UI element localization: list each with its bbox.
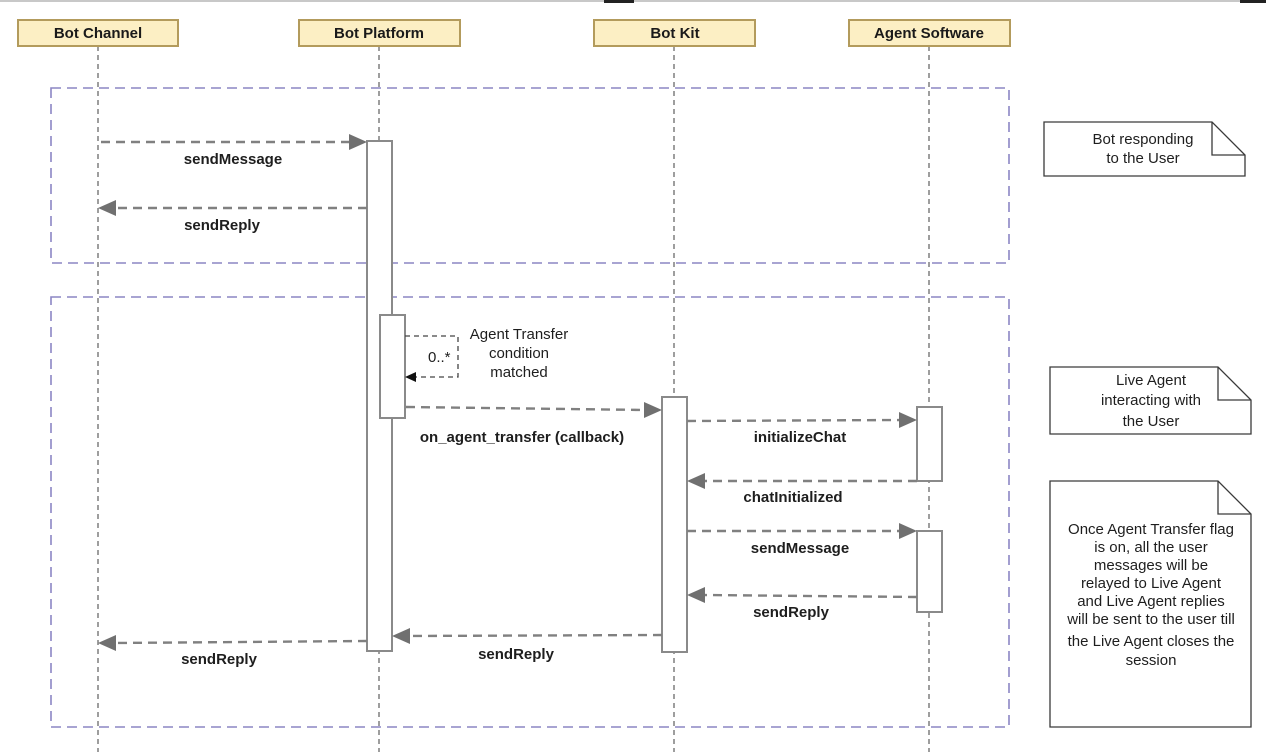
- note-fold: [1211, 122, 1245, 156]
- top-marker: [604, 0, 634, 3]
- actor-box: [593, 19, 756, 47]
- message-label: sendReply: [184, 217, 261, 234]
- arrow-line: [113, 639, 368, 645]
- arrow-line: [405, 405, 647, 412]
- note-fold: [1217, 367, 1251, 401]
- arrow-line: [407, 633, 663, 638]
- note-text-line: will be sent to the user till: [1066, 611, 1235, 628]
- arrow-line: [702, 593, 918, 599]
- note-text-line: the User: [1123, 413, 1180, 430]
- actor-bot-channel: Bot Channel: [17, 19, 179, 47]
- note-text-line: Bot responding: [1093, 131, 1194, 148]
- arrow-head: [98, 635, 116, 651]
- message-label: sendReply: [753, 604, 830, 621]
- condition-label-line: matched: [490, 364, 548, 381]
- message-label: initializeChat: [754, 429, 847, 446]
- arrow-head: [644, 402, 662, 418]
- actor-bot-kit: Bot Kit: [593, 19, 756, 47]
- arrow-head: [392, 628, 410, 644]
- condition-label-line: condition: [489, 345, 549, 362]
- message-self-agent-transfer: 0..* Agent Transfer condition matched: [405, 326, 568, 382]
- frame-live-agent: [50, 296, 1010, 728]
- message-label: sendReply: [478, 646, 555, 663]
- arrow-head: [687, 473, 705, 489]
- arrow-line: [686, 418, 902, 423]
- note-fold: [1217, 481, 1251, 515]
- note-transfer-flag: Once Agent Transfer flag is on, all the …: [1049, 480, 1252, 728]
- note-shape: [1049, 480, 1252, 728]
- note-live-agent: Live Agent interacting with the User: [1049, 366, 1252, 435]
- note-text-line: relayed to Live Agent: [1081, 575, 1222, 592]
- message-send-message-2: sendMessage: [687, 523, 917, 557]
- message-send-message-1: sendMessage: [101, 134, 367, 168]
- arrow-head: [687, 587, 705, 603]
- actor-label: Agent Software: [874, 25, 984, 42]
- note-text-line: the Live Agent closes the: [1068, 633, 1235, 650]
- frame-bot-responding: [50, 87, 1010, 264]
- message-send-reply-4: sendReply: [98, 635, 368, 668]
- condition-label-line: Agent Transfer: [470, 326, 568, 343]
- note-bot-responding: Bot responding to the User: [1043, 121, 1246, 177]
- self-arrow-head: [405, 372, 416, 382]
- note-text-line: Once Agent Transfer flag: [1068, 521, 1234, 538]
- activation-bot-platform-nested: [379, 314, 406, 419]
- message-label: chatInitialized: [743, 489, 842, 506]
- actor-bot-platform: Bot Platform: [298, 19, 461, 47]
- message-label: on_agent_transfer (callback): [420, 429, 624, 446]
- actor-box: [848, 19, 1011, 47]
- message-send-reply-3: sendReply: [392, 628, 663, 663]
- actor-agent-software: Agent Software: [848, 19, 1011, 47]
- message-label: sendReply: [181, 651, 258, 668]
- activation-agent-software-1: [916, 406, 943, 482]
- note-text-line: and Live Agent replies: [1077, 593, 1225, 610]
- activation-bot-kit: [661, 396, 688, 653]
- actor-label: Bot Kit: [650, 25, 699, 42]
- self-arrow-line: [405, 335, 459, 378]
- message-label: sendMessage: [751, 540, 849, 557]
- message-initialize-chat: initializeChat: [686, 412, 917, 446]
- multiplicity-label: 0..*: [428, 349, 451, 366]
- actor-label: Bot Channel: [54, 25, 142, 42]
- activation-agent-software-2: [916, 530, 943, 613]
- actor-box: [17, 19, 179, 47]
- arrow-head: [899, 523, 917, 539]
- note-text-line: to the User: [1106, 150, 1179, 167]
- message-send-reply-1: sendReply: [98, 200, 367, 234]
- message-label: sendMessage: [184, 151, 282, 168]
- arrow-head: [349, 134, 367, 150]
- arrow-head: [98, 200, 116, 216]
- actor-box: [298, 19, 461, 47]
- message-on-agent-transfer: on_agent_transfer (callback): [405, 402, 662, 446]
- note-text-line: interacting with: [1101, 392, 1201, 409]
- note-shape: [1043, 121, 1246, 177]
- note-text-line: Live Agent: [1116, 372, 1187, 389]
- actor-label: Bot Platform: [334, 25, 424, 42]
- note-text-line: is on, all the user: [1094, 539, 1207, 556]
- top-marker-right: [1240, 0, 1266, 3]
- note-text-line: session: [1126, 652, 1177, 669]
- note-shape: [1049, 366, 1252, 435]
- message-send-reply-2: sendReply: [687, 587, 918, 621]
- arrow-head: [899, 412, 917, 428]
- note-text-line: messages will be: [1094, 557, 1208, 574]
- message-chat-initialized: chatInitialized: [687, 473, 917, 506]
